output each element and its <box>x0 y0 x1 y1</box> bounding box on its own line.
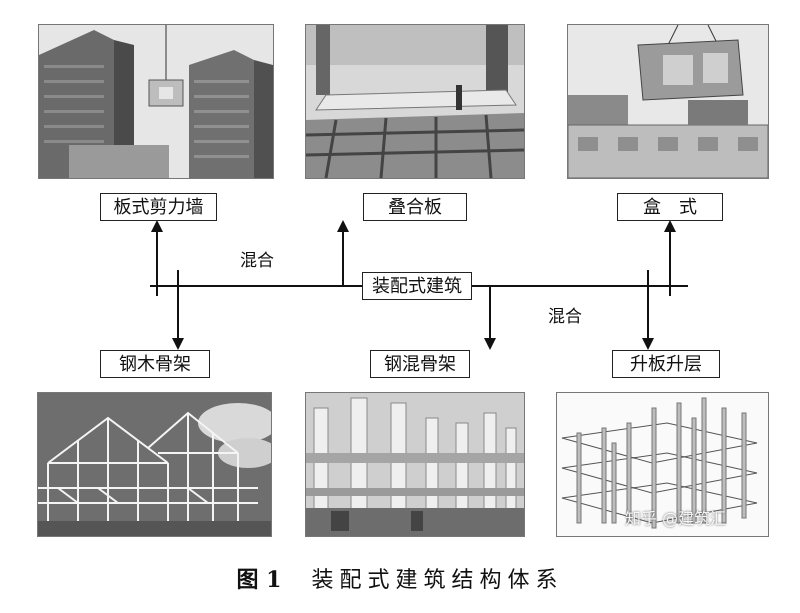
watermark: 知乎 @建筑汇 <box>625 509 727 528</box>
laminated-slab-photo <box>305 24 525 179</box>
steel-wood-frame-label: 钢木骨架 <box>100 350 210 378</box>
shear-wall-photo <box>38 24 274 179</box>
lift-slab-photo <box>556 392 769 537</box>
caption-number: 图 1 <box>236 567 282 593</box>
steel-wood-frame-photo <box>37 392 272 537</box>
box-module-label: 盒 式 <box>617 193 723 221</box>
shear-wall-label: 板式剪力墙 <box>100 193 217 221</box>
prefab-building-label: 装配式建筑 <box>362 272 472 300</box>
lift-slab-label: 升板升层 <box>612 350 720 378</box>
steel-concrete-frame-label: 钢混骨架 <box>370 350 470 378</box>
box-module-photo <box>567 24 769 179</box>
mix-label-left: 混合 <box>240 251 274 271</box>
figure-caption: 图 1 装配式建筑结构体系 <box>0 562 800 594</box>
steel-concrete-frame-photo <box>305 392 525 537</box>
caption-title: 装配式建筑结构体系 <box>311 568 564 593</box>
laminated-slab-label: 叠合板 <box>363 193 467 221</box>
mix-label-right: 混合 <box>548 307 582 327</box>
